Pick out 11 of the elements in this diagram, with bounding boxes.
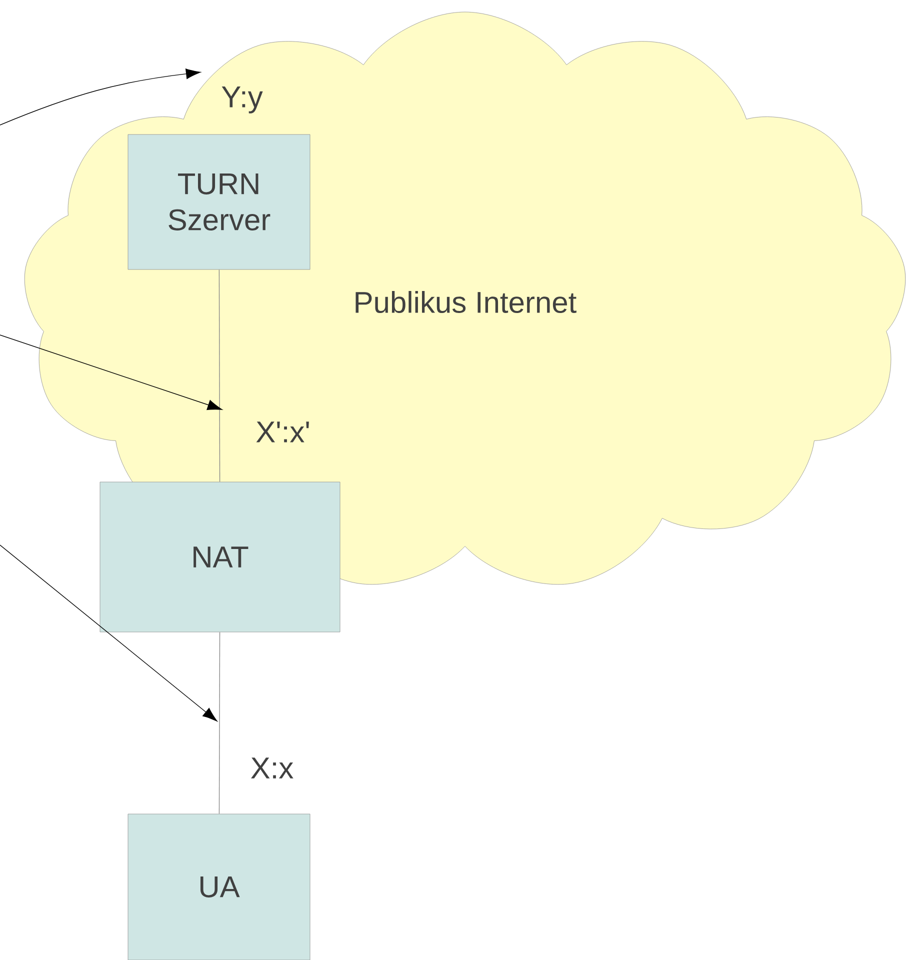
arrow — [0, 68, 201, 126]
address-label: X:x — [251, 758, 294, 778]
arrow — [0, 334, 222, 410]
connector-line — [218, 269, 220, 482]
connector-line — [218, 632, 220, 814]
server-box: TURN Szerver — [128, 134, 310, 270]
ua-box: UA — [128, 814, 310, 960]
address-label: X':x' — [256, 422, 309, 442]
address-label: Y:y — [222, 86, 263, 114]
nat-box: NAT — [100, 482, 340, 632]
arrow — [0, 544, 218, 722]
